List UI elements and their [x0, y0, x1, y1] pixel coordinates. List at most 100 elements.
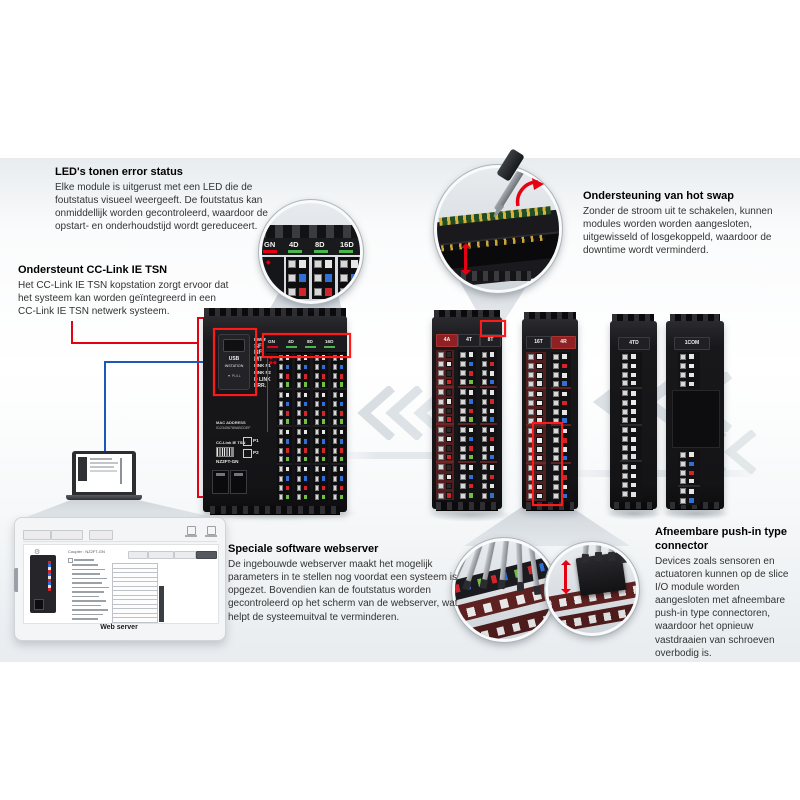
- webserver-tab: [51, 530, 83, 540]
- webserver-tab: [89, 530, 113, 540]
- zoom-header-4d: 4D: [289, 240, 299, 249]
- laptop-screen: [72, 451, 136, 495]
- led-label: D LINK: [254, 376, 271, 383]
- stack1-header-4a: 4A: [436, 334, 458, 347]
- webserver-form-row: [72, 612, 216, 619]
- led-bar-green: [324, 346, 335, 348]
- laptop-page-column: [120, 458, 122, 484]
- laptop-base: [66, 495, 142, 500]
- callout-hotswap-title: Ondersteuning van hot swap: [583, 190, 734, 202]
- led-label: ERR.: [254, 383, 266, 390]
- usb-sublabel: INSTATION: [224, 363, 244, 368]
- magnifier-circle-hotswap: [433, 164, 563, 294]
- usb-port-icon: [223, 339, 245, 352]
- webserver-form: [72, 563, 216, 623]
- webserver-tab: [23, 530, 51, 540]
- gear-icon: ⚙: [34, 549, 41, 556]
- led-label: MT: [254, 356, 263, 363]
- webserver-form-row: [72, 608, 216, 614]
- callout-connector-title: Afneembare push-in type connector: [655, 526, 788, 552]
- callout-webserver-body: De ingebouwde webserver maakt het mogeli…: [228, 558, 458, 623]
- webserver-button: [128, 551, 148, 559]
- stack1-bottom-fins: [436, 502, 498, 511]
- stack2-bottom-fins: [526, 502, 574, 511]
- usb-pull-label: ▼ PULL: [227, 373, 241, 378]
- slice-red-guide-line: [267, 356, 268, 432]
- mitsubishi-diamond-icon: ◆◆◆: [269, 355, 277, 366]
- port-p2-label: P2: [253, 450, 259, 455]
- cable: [582, 545, 591, 558]
- hotswap-highlight-box: [480, 320, 506, 337]
- thumbnail-connector-strip: [48, 561, 51, 591]
- laptop-page-line: [90, 466, 114, 468]
- webserver-form-row: [72, 572, 216, 578]
- stack3-bottom-fins: [614, 502, 653, 510]
- slice-header-4d: 4D: [288, 339, 294, 344]
- callout-tsn: Ondersteunt CC-Link IE TSN Het CC-Link I…: [18, 264, 236, 318]
- slice-header-16d: 16D: [325, 339, 334, 344]
- red-leader-line-horizontal: [71, 342, 199, 344]
- webserver-user-label-bar: [185, 535, 197, 537]
- removable-vertical-arrow: [560, 560, 571, 594]
- callout-led-title: LED's tonen error status: [55, 166, 183, 178]
- webserver-logout-icon: [207, 526, 216, 535]
- qr-code-icon: [216, 447, 234, 457]
- callout-hotswap: Ondersteuning van hot swap Zonder de str…: [583, 190, 791, 258]
- usb-station-panel: USB INSTATION ▼ PULL: [218, 334, 250, 390]
- callout-led-body: Elke module is uitgerust met een LED die…: [55, 181, 268, 233]
- mac-address-label: MAC ADDRESS: [216, 420, 246, 425]
- gn-led-bar: [267, 346, 278, 348]
- led-bar-green: [286, 346, 297, 348]
- blue-usb-line-horizontal: [104, 361, 214, 363]
- webserver-form-row: [72, 567, 216, 574]
- zoom-header-8d: 8D: [315, 240, 325, 249]
- header-highlight-box: [262, 333, 351, 358]
- webserver-form-row: [72, 599, 216, 605]
- webserver-form-row: [72, 603, 216, 610]
- webserver-module-thumbnail: [30, 555, 56, 613]
- zoom-module-fins: [262, 225, 360, 238]
- model-label: NZ2FT-GN: [216, 459, 239, 464]
- webserver-checkbox: [68, 558, 73, 563]
- zoom-bar-green: [339, 250, 353, 253]
- ethernet-pins: [234, 473, 243, 476]
- zoom-bar-green: [314, 250, 328, 253]
- usb-label: USB: [228, 356, 240, 362]
- zoom-header-strip: [262, 238, 360, 255]
- port-p2-icon: [243, 449, 252, 458]
- webserver-footer-label: Web server: [100, 624, 138, 631]
- laptop-display: [76, 454, 132, 492]
- webserver-logout-label-bar: [205, 535, 217, 537]
- callout-webserver-title: Speciale software webserver: [228, 543, 379, 555]
- stack2-header-16t: 16T: [526, 336, 551, 349]
- zoom-gn-bar: [263, 250, 277, 253]
- ethernet-port-1: [212, 470, 229, 494]
- laptop-page-line: [90, 470, 117, 472]
- stack4-bottom-fins: [670, 502, 720, 510]
- webserver-side-tab: [14, 568, 18, 592]
- webserver-button: [148, 551, 174, 559]
- cable: [595, 545, 602, 561]
- connector-highlight-box: [532, 422, 563, 506]
- slice-header-gn: GN: [268, 339, 275, 344]
- webserver-button: [174, 551, 196, 559]
- led-label: LINK P2: [254, 369, 271, 375]
- zoom-header-16d: 16D: [340, 240, 354, 249]
- cable: [516, 541, 523, 586]
- mac-address-value: 0123456789ABCDEF: [216, 426, 251, 430]
- stack4-blank-panel: [672, 390, 720, 448]
- hotswap-lower-fins: [461, 271, 531, 281]
- mitsubishi-diamond-icon: ◆: [266, 260, 271, 266]
- callout-tsn-body: Het CC-Link IE TSN kopstation zorgt ervo…: [18, 279, 229, 318]
- laptop-page-thumb: [78, 457, 87, 481]
- zoom-header-gn: GN: [264, 240, 276, 249]
- magnifier-circle-removable: [544, 541, 640, 637]
- stack2-header-4r: 4R: [551, 336, 576, 349]
- led-label: BF: [254, 350, 262, 357]
- callout-led-status: LED's tonen error status Elke module is …: [55, 166, 297, 234]
- webserver-form-row: [72, 576, 216, 583]
- webserver-form-row: [72, 590, 216, 596]
- laptop-page-line: [90, 458, 112, 460]
- webserver-form-row: [72, 594, 216, 601]
- stack1-header-8t: 8T: [480, 334, 501, 347]
